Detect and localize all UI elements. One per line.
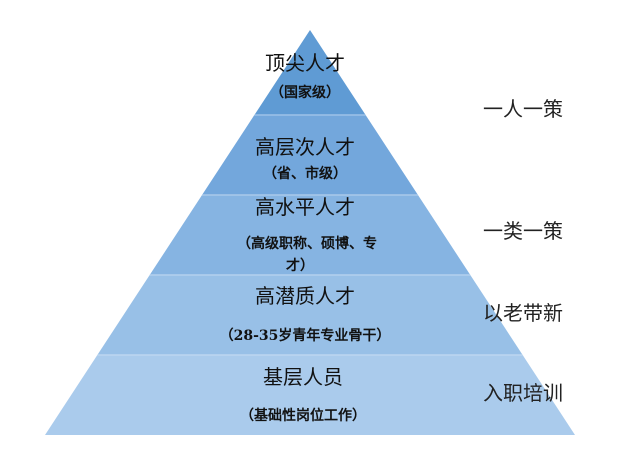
layer-4-subtitle: （28-35岁青年专业骨干） [220,327,391,344]
layer-2-title: 高层次人才 [255,135,355,159]
strategy-label: 以老带新 [483,301,563,325]
strategy-label: 入职培训 [483,381,563,405]
layer-2-subtitle: （省、市级） [263,165,347,182]
layer-5-subtitle: （基础性岗位工作） [240,407,366,424]
pyramid-layer-5 [45,355,575,435]
layer-3-subtitle-cont: 才） [286,257,314,274]
strategy-label: 一类一策 [483,219,563,243]
layer-1-title: 顶尖人才 [265,51,345,75]
layer-5-title: 基层人员 [263,365,343,389]
layer-3-title: 高水平人才 [255,195,355,219]
strategy-label: 一人一策 [483,97,563,121]
layer-3-subtitle: （高级职称、硕博、专 [237,235,377,252]
layer-1-subtitle: （国家级） [270,84,340,101]
layer-4-title: 高潜质人才 [255,284,355,308]
